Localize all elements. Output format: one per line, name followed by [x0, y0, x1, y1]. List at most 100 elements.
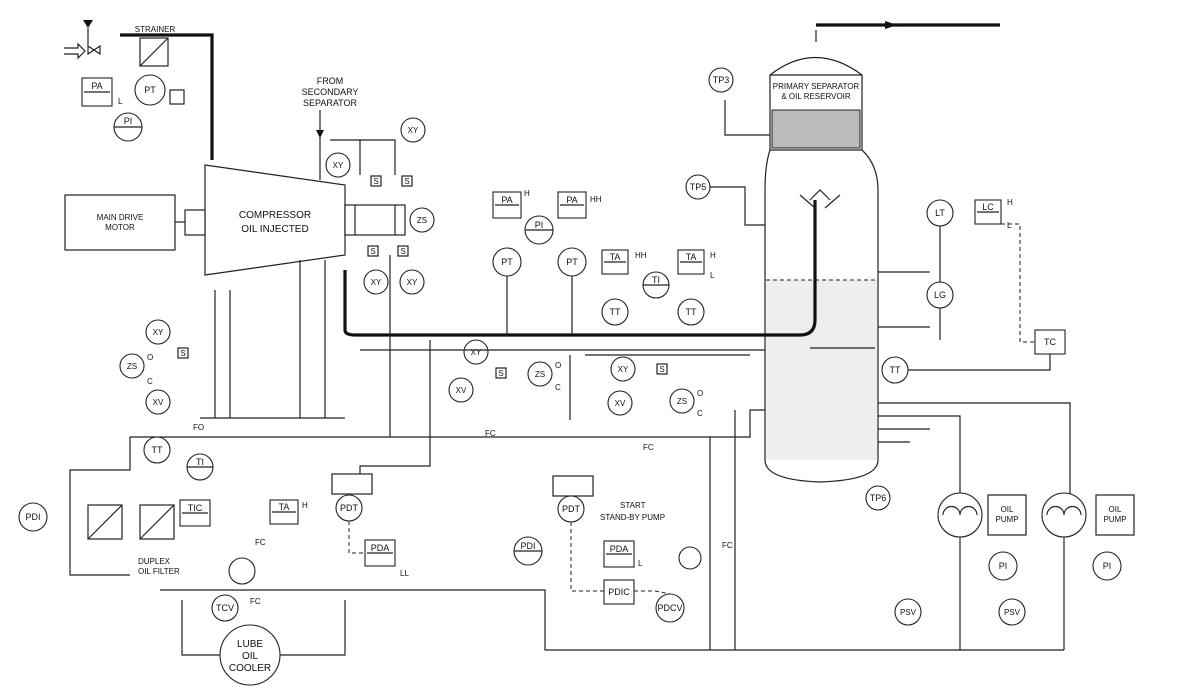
pdic-tag: PDIC: [608, 587, 630, 597]
oil-pump-label-2: PUMP: [1103, 515, 1126, 524]
middle-valve-cluster: XY XV ZS O C FC S: [448, 339, 561, 438]
state-o: O: [697, 389, 703, 398]
compressor: COMPRESSOR OIL INJECTED: [204, 164, 406, 276]
duplex-label-2: OIL FILTER: [138, 567, 180, 576]
duplex-label-1: DUPLEX: [138, 557, 171, 566]
solenoid-tag: S: [373, 177, 378, 186]
solenoid-tag: S: [180, 349, 185, 358]
compressor-label-2: OIL INJECTED: [241, 224, 308, 235]
test-points: TP3 TP5 TP6: [685, 67, 891, 511]
alarm-ll: LL: [400, 569, 409, 578]
ti-tag: TI: [652, 275, 660, 285]
right-valve-cluster: XY XV ZS O C FC S: [607, 356, 703, 452]
solenoid-tag: S: [370, 247, 375, 256]
flow-arrow-icon: [316, 130, 324, 138]
psv-tag: PSV: [900, 608, 917, 617]
pt-tag: PT: [144, 85, 156, 95]
pdt-tag: PDT: [340, 503, 359, 513]
flow-arrow-icon: [885, 21, 897, 29]
pa-tag: PA: [91, 81, 102, 91]
level-instruments: LT LC H L LG TC TT: [810, 198, 1066, 384]
suction-pressure-instruments: PA L PT PI: [81, 74, 185, 142]
strainer: STRAINER: [64, 20, 176, 67]
ta-tag: TA: [610, 252, 621, 262]
solenoid-tag: S: [404, 177, 409, 186]
psv-tag: PSV: [1004, 608, 1021, 617]
lc-tag: LC: [982, 202, 994, 212]
alarm-l: L: [1007, 221, 1012, 230]
alarm-l: L: [118, 97, 123, 106]
pdt-tag: PDT: [562, 504, 581, 514]
state-o: O: [555, 361, 561, 370]
tp6-tag: TP6: [870, 493, 887, 503]
from-secondary-label-1: FROM: [317, 76, 344, 86]
pi-tag: PI: [999, 561, 1008, 571]
xy-tag: XY: [408, 126, 419, 135]
ti-tag: TI: [196, 457, 204, 467]
zs-tag: ZS: [535, 370, 545, 379]
primary-separator: PRIMARY SEPARATOR & OIL RESERVOIR: [764, 21, 1000, 483]
state-fc: FC: [722, 541, 733, 550]
tt-tag: TT: [610, 307, 621, 317]
from-secondary-label-3: SEPARATOR: [303, 98, 358, 108]
pi-tag: PI: [535, 220, 544, 230]
alarm-h: H: [710, 251, 716, 260]
oil-pump-label-1: OIL: [1109, 505, 1122, 514]
alarm-hh: HH: [590, 195, 602, 204]
cooler-label-3: COOLER: [229, 663, 271, 674]
demister-pad: [771, 109, 861, 149]
inlet-arrow-icon: [64, 42, 86, 60]
pda-tag: PDA: [371, 543, 390, 553]
alarm-hh: HH: [635, 251, 647, 260]
xy-tag: XY: [371, 278, 382, 287]
alarm-h: H: [302, 501, 308, 510]
state-c: C: [147, 377, 153, 386]
cooler-label-1: LUBE: [237, 639, 263, 650]
compressor-label-1: COMPRESSOR: [239, 210, 311, 221]
pi-tag: PI: [124, 116, 133, 126]
oil-injection-valve-cluster: XY ZS O C XV FO S: [119, 319, 204, 432]
tt-tag: TT: [152, 445, 163, 455]
separator-label-2: & OIL RESERVOIR: [781, 92, 851, 101]
zs-tag: ZS: [417, 216, 427, 225]
filter-dp-instruments: PDT PDA LL: [331, 473, 409, 578]
solenoid-tag: S: [400, 247, 405, 256]
ta-tag: TA: [686, 252, 697, 262]
suction-line: [120, 33, 214, 160]
state-fc: FC: [255, 538, 266, 547]
start-label-2: STAND-BY PUMP: [600, 513, 665, 522]
tcv-tag: TCV: [216, 603, 234, 613]
xy-tag: XY: [618, 365, 629, 374]
cooler-label-2: OIL: [242, 651, 259, 662]
alarm-l: L: [638, 559, 643, 568]
oil-reservoir-level: [766, 280, 877, 460]
state-fo: FO: [193, 423, 204, 432]
alarm-l: L: [710, 271, 715, 280]
motor-label-2: MOTOR: [105, 223, 135, 232]
xy-tag: XY: [333, 161, 344, 170]
pump-dp-instruments: PDT START STAND-BY PUMP PDI PDA L PDIC P…: [513, 410, 736, 650]
state-c: C: [697, 409, 703, 418]
state-fc: FC: [485, 429, 496, 438]
valve-icon: [87, 44, 101, 56]
state-fc: FC: [643, 443, 654, 452]
start-label-1: START: [620, 501, 646, 510]
solenoid-tag: S: [498, 369, 503, 378]
discharge-temperature-instruments: TA HH TA H L TI TT TT: [601, 249, 716, 326]
xv-tag: XV: [456, 386, 467, 395]
xy-tag: XY: [153, 328, 164, 337]
oil-pump-label-2: PUMP: [995, 515, 1018, 524]
lt-tag: LT: [935, 208, 945, 218]
pt-tag: PT: [501, 257, 513, 267]
alarm-h: H: [524, 189, 530, 198]
separator-label-1: PRIMARY SEPARATOR: [773, 82, 860, 91]
from-secondary-label-2: SECONDARY: [302, 87, 359, 97]
state-fc: FC: [250, 597, 261, 606]
discharge-line: [343, 200, 817, 337]
oil-supply-header: [130, 409, 765, 438]
pi-tag: PI: [1103, 561, 1112, 571]
pdi-tag: PDI: [25, 512, 40, 522]
state-c: C: [555, 383, 561, 392]
strainer-label: STRAINER: [135, 25, 176, 34]
